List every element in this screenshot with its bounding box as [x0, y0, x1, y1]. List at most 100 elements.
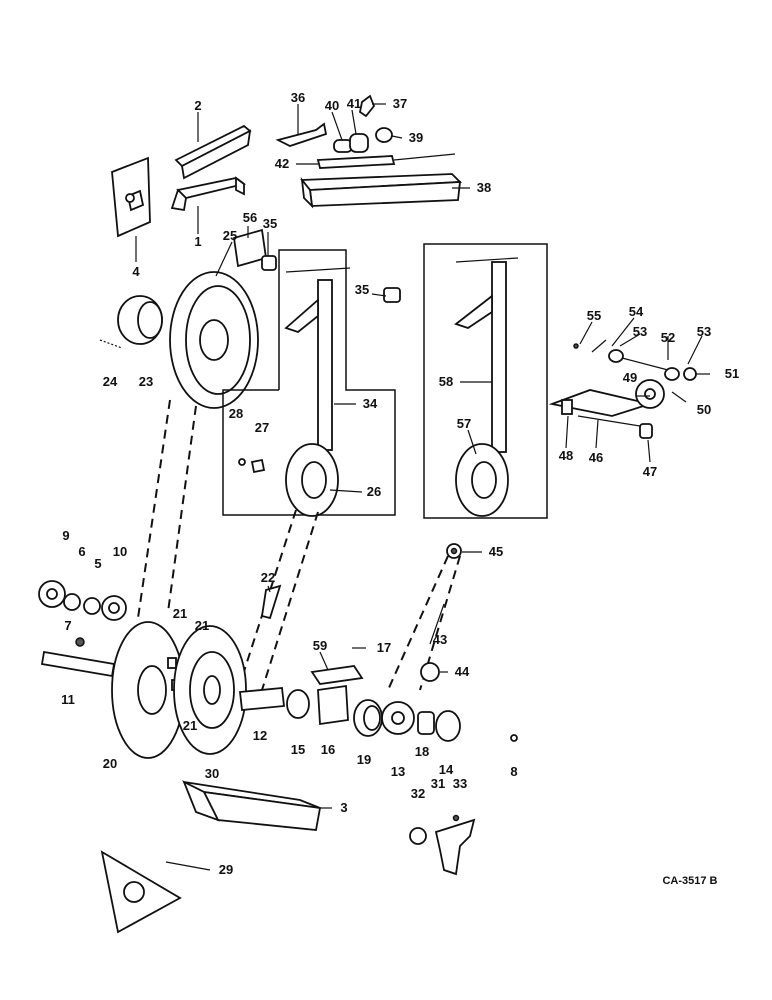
callout-1: 1 [194, 234, 201, 249]
part-27-pin [250, 458, 266, 474]
callout-55: 55 [587, 308, 601, 323]
callout-14: 14 [439, 762, 454, 777]
part-33-fitting [452, 814, 460, 822]
part-55-pin [573, 343, 579, 349]
callout-27: 27 [255, 420, 269, 435]
callout-48: 48 [559, 448, 573, 463]
callout-34: 34 [363, 396, 378, 411]
callout-28: 28 [229, 406, 243, 421]
part-5-ring [83, 597, 101, 615]
part-20-disc [111, 621, 185, 759]
callout-22: 22 [261, 570, 275, 585]
part-10-washer [101, 595, 127, 621]
part-29-plate [100, 850, 182, 934]
callout-3: 3 [340, 800, 347, 815]
callout-37: 37 [393, 96, 407, 111]
callout-9: 9 [62, 528, 69, 543]
part-11-shaft [40, 650, 116, 678]
callout-40: 40 [325, 98, 339, 113]
callout-43: 43 [433, 632, 447, 647]
callout-54: 54 [629, 304, 644, 319]
part-39-washer [375, 127, 393, 143]
callout-53-right: 53 [697, 324, 711, 339]
callout-53-left: 53 [633, 324, 647, 339]
part-18-bushing [417, 711, 435, 735]
callout-31: 31 [431, 776, 445, 791]
part-16-sleeve [317, 684, 349, 726]
part-19-spring [353, 699, 383, 737]
leader-lines [135, 103, 710, 871]
callout-59: 59 [313, 638, 327, 653]
part-52-53-shaft-bushings [608, 349, 680, 381]
callout-42: 42 [275, 156, 289, 171]
callout-29: 29 [219, 862, 233, 877]
part-31-spider [434, 818, 476, 876]
part-42-rod [316, 153, 456, 169]
part-54-bolt [591, 339, 607, 353]
part-8-nut [510, 734, 518, 742]
callout-21-c: 21 [183, 718, 197, 733]
part-30-disc [173, 625, 247, 755]
part-51-nut [683, 367, 697, 381]
callout-8: 8 [510, 764, 517, 779]
callout-52: 52 [661, 330, 675, 345]
chain-drive-lines [137, 399, 461, 691]
callout-18: 18 [415, 744, 429, 759]
part-37-clip [358, 94, 376, 118]
part-7-pin [75, 637, 85, 647]
callout-45: 45 [489, 544, 503, 559]
callout-38: 38 [477, 180, 491, 195]
callout-35-right: 35 [355, 282, 369, 297]
callout-15: 15 [291, 742, 305, 757]
part-35-nut-right [383, 287, 401, 303]
assembly-box-34 [222, 249, 396, 517]
part-45-idler [446, 543, 462, 559]
callout-17: 17 [377, 640, 391, 655]
callout-6: 6 [78, 544, 85, 559]
part-35-nut-top [261, 255, 277, 271]
part-47-collar [639, 423, 653, 439]
callout-25: 25 [223, 228, 237, 243]
callout-36: 36 [291, 90, 305, 105]
callout-2: 2 [194, 98, 201, 113]
part-15-bearing [286, 689, 310, 719]
callout-56: 56 [243, 210, 257, 225]
callout-57: 57 [457, 416, 471, 431]
part-28-washer [238, 458, 246, 466]
callout-46: 46 [589, 450, 603, 465]
part-2-angle-bar [174, 124, 252, 180]
callout-7: 7 [64, 618, 71, 633]
callout-44: 44 [455, 664, 470, 679]
part-13-sprocket [381, 701, 415, 735]
part-6-ring [63, 593, 81, 611]
callout-23: 23 [139, 374, 153, 389]
part-25-drive-wheel [169, 271, 259, 409]
part-drawings [38, 94, 697, 934]
part-22-link [260, 584, 282, 620]
part-4-plate [111, 156, 151, 238]
callout-26: 26 [367, 484, 381, 499]
part-9-washer [38, 580, 66, 608]
callout-58: 58 [439, 374, 453, 389]
part-3-bracket [182, 780, 322, 831]
callout-35-top: 35 [263, 216, 277, 231]
drawing-code: CA-3517 B [662, 875, 717, 887]
part-number-callouts: 2 1 4 36 40 41 37 39 42 38 56 35 25 35 2… [61, 90, 739, 877]
part-49-sprocket [635, 379, 665, 409]
part-38-channel [300, 173, 463, 209]
part-1-bracket [170, 176, 247, 212]
callout-49: 49 [623, 370, 637, 385]
callout-21-a: 21 [173, 606, 187, 621]
callout-11: 11 [61, 692, 75, 707]
part-23-hub [117, 295, 163, 345]
callout-13: 13 [391, 764, 405, 779]
callout-47: 47 [643, 464, 657, 479]
callout-33: 33 [453, 776, 467, 791]
callout-16: 16 [321, 742, 335, 757]
part-41-bushing [349, 133, 369, 153]
callout-51: 51 [725, 366, 739, 381]
callout-19: 19 [357, 752, 371, 767]
part-12-tube [239, 687, 285, 711]
callout-24: 24 [103, 374, 118, 389]
